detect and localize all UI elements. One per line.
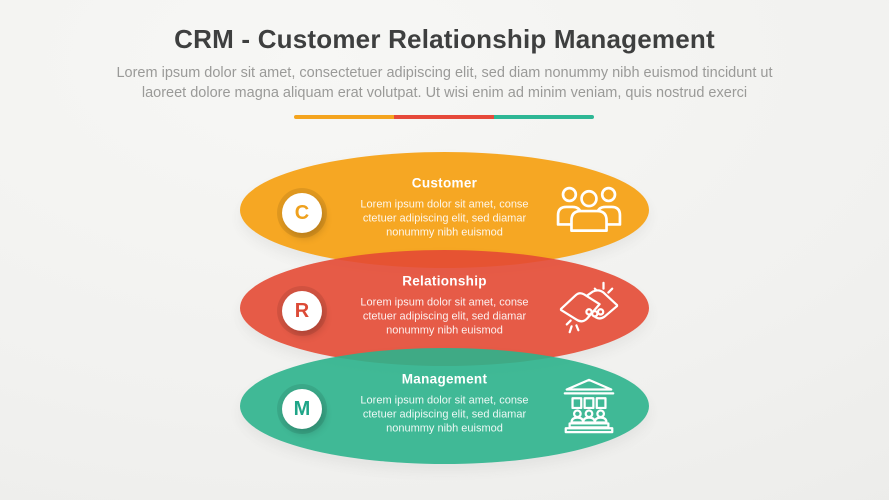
subtitle-line-2: laoreet dolore magna aliquam erat volutp… <box>141 84 748 101</box>
relationship-letter-badge: R <box>282 291 322 331</box>
handshake-icon <box>555 279 623 337</box>
subtitle-line-1: Lorem ipsum dolor sit amet, consectetuer… <box>116 65 773 81</box>
accent-divider <box>294 115 594 119</box>
customer-body: Lorem ipsum dolor sit amet, conse ctetue… <box>360 198 529 239</box>
customer-content: Customer Lorem ipsum dolor sit amet, con… <box>315 175 575 239</box>
divider-segment-red <box>394 115 494 119</box>
page-subtitle: Lorem ipsum dolor sit amet, consectetuer… <box>0 64 889 103</box>
customer-letter: C <box>294 201 310 224</box>
stage-item-relationship: R Relationship Lorem ipsum dolor sit ame… <box>240 250 649 366</box>
relationship-title: Relationship <box>402 273 487 289</box>
management-body: Lorem ipsum dolor sit amet, conse ctetue… <box>360 394 529 435</box>
management-content: Management Lorem ipsum dolor sit amet, c… <box>315 371 575 435</box>
divider-segment-teal <box>494 115 594 119</box>
stage-item-customer: C Customer Lorem ipsum dolor sit amet, c… <box>240 152 649 268</box>
stage-item-management: M Management Lorem ipsum dolor sit amet,… <box>240 348 649 464</box>
customer-letter-badge: C <box>282 193 322 233</box>
relationship-body: Lorem ipsum dolor sit amet, conse ctetue… <box>360 296 529 337</box>
relationship-letter: R <box>294 299 310 322</box>
page-title: CRM - Customer Relationship Management <box>174 24 715 54</box>
management-letter: M <box>293 397 311 420</box>
management-title: Management <box>401 371 488 387</box>
people-group-icon <box>555 183 623 237</box>
customer-title: Customer <box>411 175 478 191</box>
divider-segment-orange <box>294 115 394 119</box>
management-letter-badge: M <box>282 389 322 429</box>
relationship-content: Relationship Lorem ipsum dolor sit amet,… <box>315 273 575 337</box>
bank-icon <box>555 377 623 435</box>
